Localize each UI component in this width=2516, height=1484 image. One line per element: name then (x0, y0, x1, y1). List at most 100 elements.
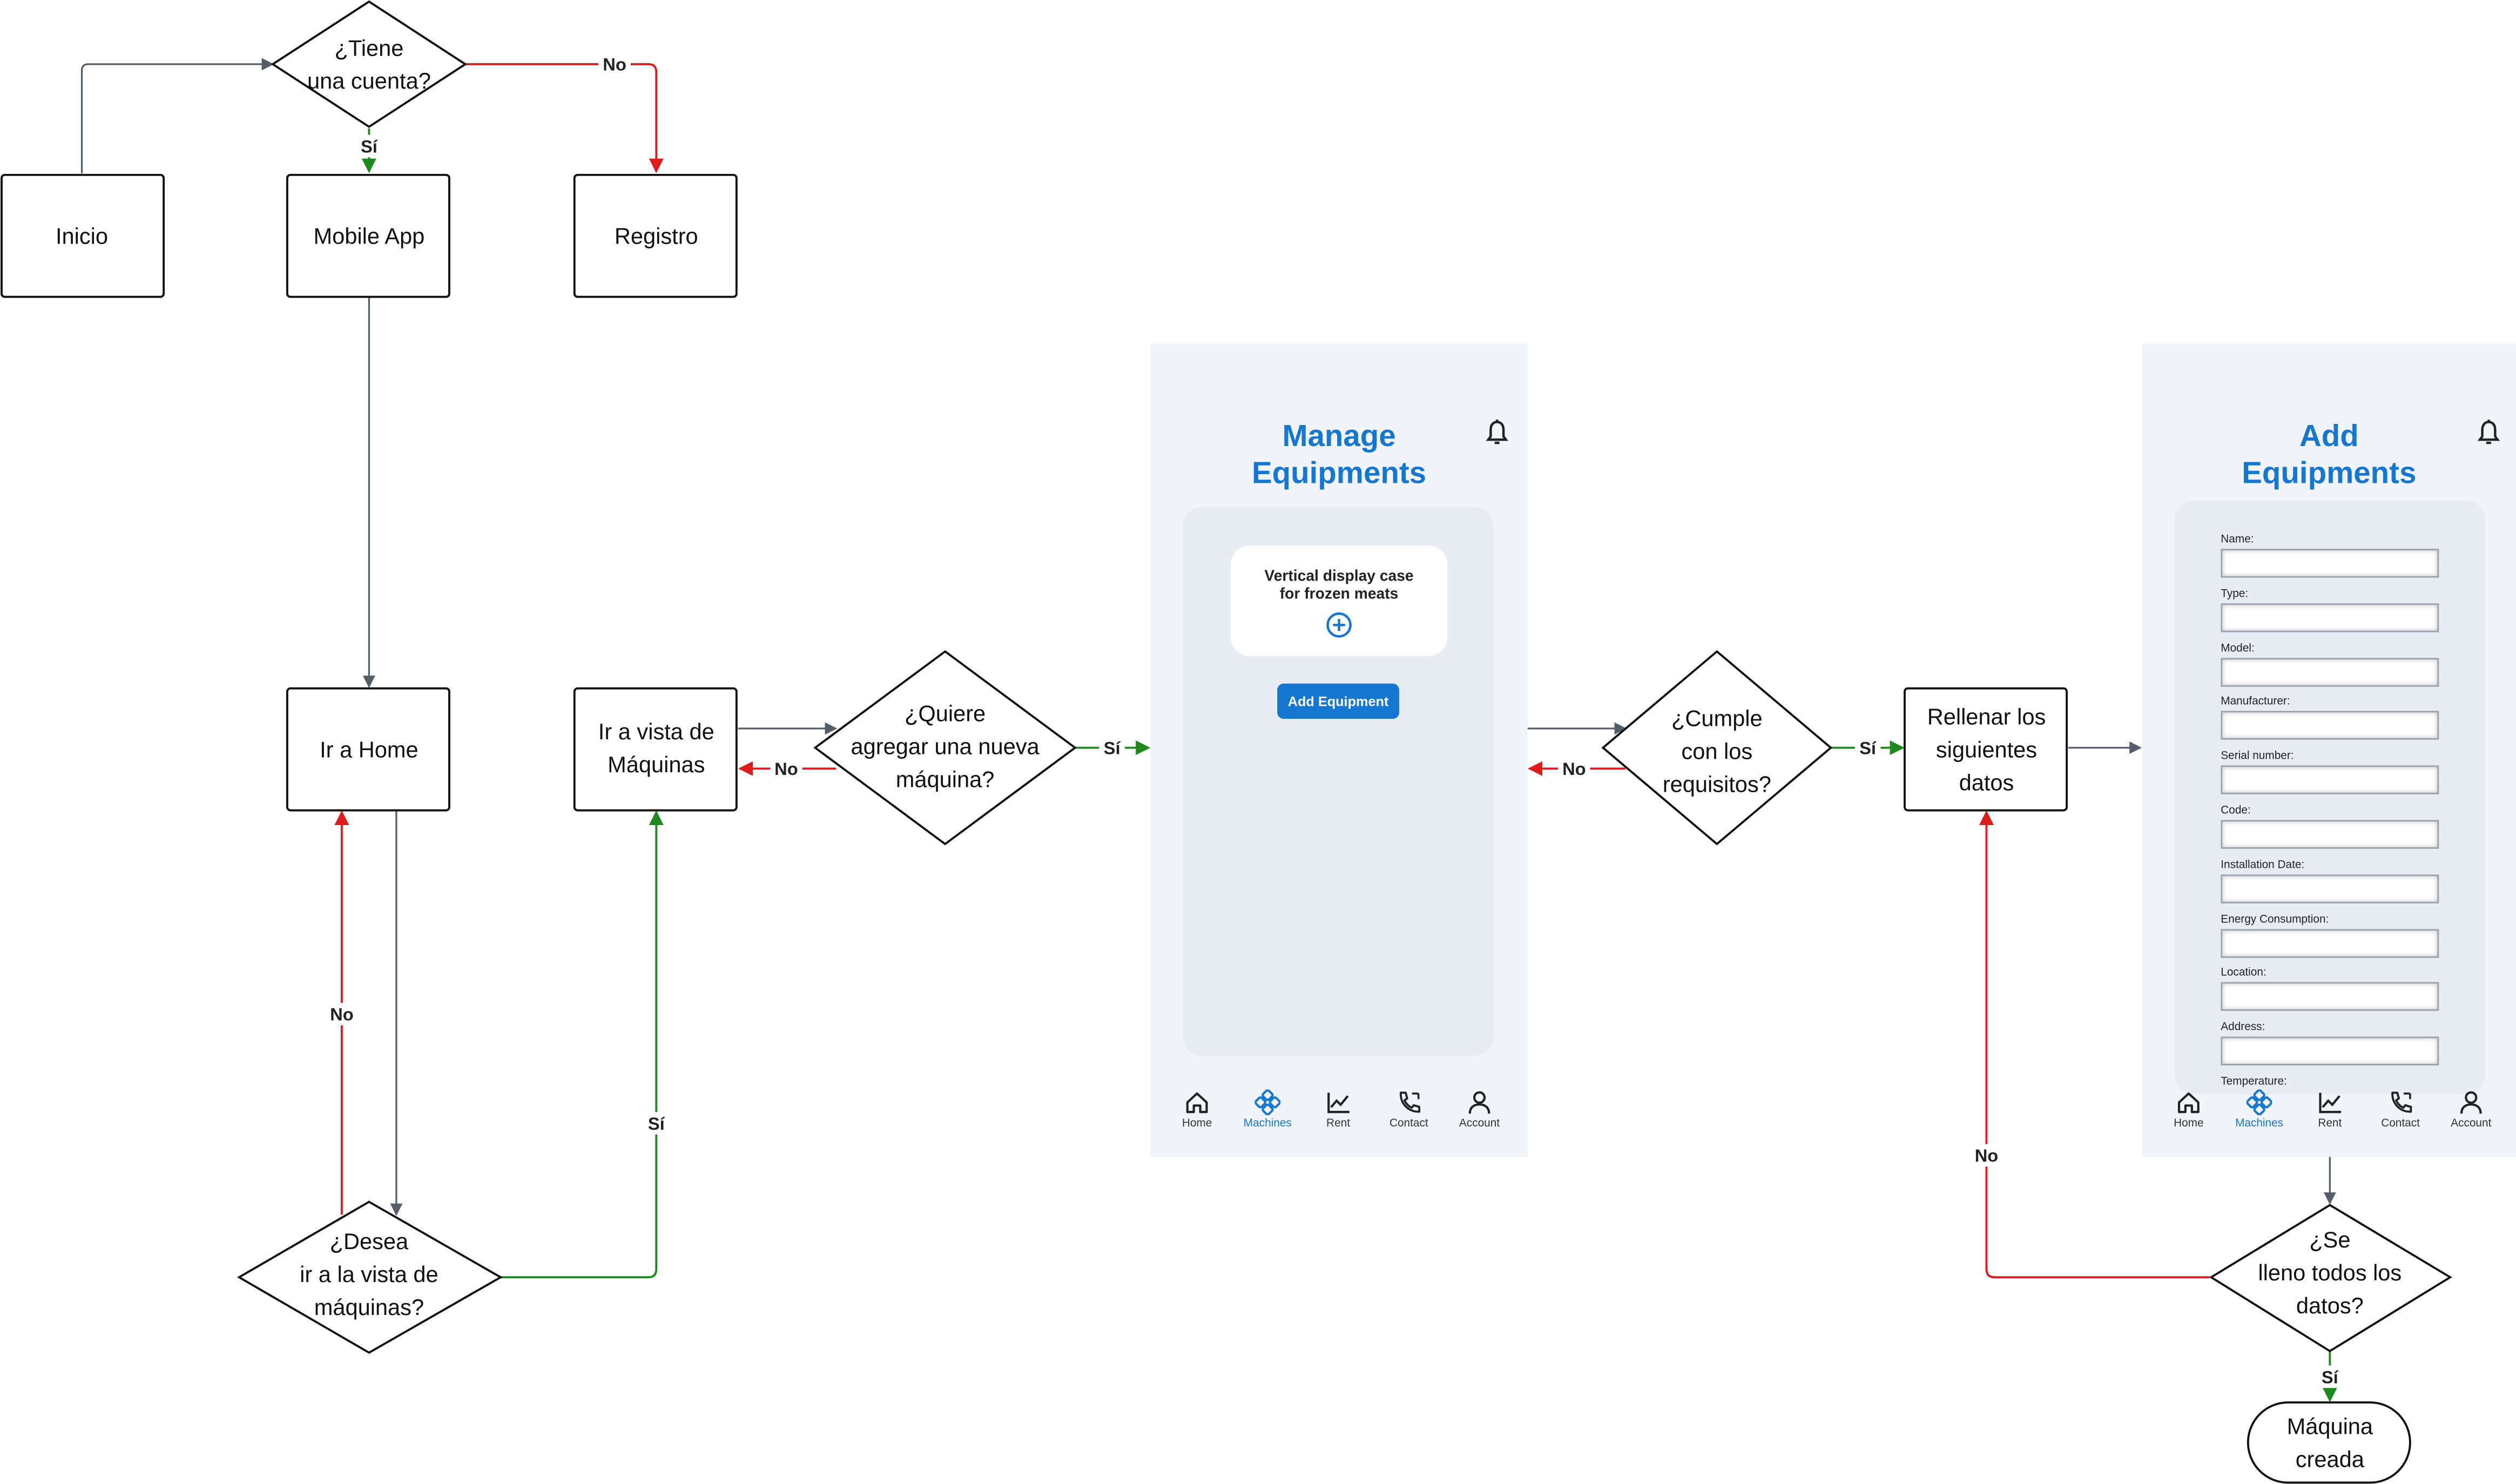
field-input[interactable] (2221, 765, 2439, 795)
field-input[interactable] (2221, 711, 2439, 740)
form-field: Name: (2221, 532, 2442, 578)
screen-title: Manage Equipments (1251, 420, 1427, 491)
nav-label: Rent (2318, 1118, 2342, 1130)
form-field: Model: (2221, 641, 2442, 686)
field-label: Location: (2221, 968, 2267, 980)
field-input[interactable] (2221, 928, 2439, 957)
chart-icon (1327, 1092, 1350, 1114)
form-field: Energy Consumption: (2221, 912, 2442, 957)
edge-no-se-lleno (1979, 810, 2210, 1279)
node-maquina-creada (2247, 1401, 2411, 1484)
nav-label: Account (2451, 1118, 2492, 1130)
field-input[interactable] (2221, 1037, 2439, 1066)
form-field: Address: (2221, 1021, 2442, 1066)
phone-icon (2391, 1091, 2412, 1113)
nav-item-home[interactable]: Home (2153, 1090, 2224, 1130)
form-field: Serial number: (2221, 750, 2442, 795)
nav-label: Account (1459, 1118, 1500, 1130)
bell-icon[interactable] (2476, 419, 2502, 448)
nav-label: Machines (1243, 1118, 1292, 1130)
nav-item-account[interactable]: Account (1444, 1090, 1515, 1130)
field-input[interactable] (2221, 603, 2439, 632)
field-label: Model: (2221, 643, 2255, 655)
edge-label-no: No (603, 55, 626, 75)
edge-label-si: Sí (2322, 1367, 2339, 1387)
node-label-registro: Registro (615, 224, 698, 249)
edge-no-tiene-cuenta (465, 63, 664, 173)
field-input[interactable] (2221, 982, 2439, 1012)
edge-label-no: No (330, 1004, 354, 1024)
edge-label-si: Sí (361, 136, 378, 156)
form-field: Code: (2221, 804, 2442, 849)
nav-label: Contact (1389, 1118, 1428, 1130)
equipment-card-title: Vertical display case for frozen meats (1264, 568, 1414, 604)
add-circle-icon[interactable] (1325, 611, 1353, 639)
bottom-nav: Home Machines Rent Contact Account (1150, 1080, 1527, 1157)
node-quiere-agregar (813, 650, 1077, 846)
nav-label: Contact (2381, 1118, 2420, 1130)
nav-item-machines[interactable]: Machines (1232, 1089, 1303, 1130)
nav-item-contact[interactable]: Contact (1373, 1090, 1444, 1130)
form-field: Type: (2221, 587, 2442, 632)
machines-icon (1254, 1089, 1281, 1116)
home-icon (1186, 1092, 1208, 1114)
edge-label-no: No (774, 759, 798, 779)
field-input[interactable] (2221, 874, 2439, 903)
home-icon (2177, 1092, 2200, 1114)
node-label-ir-home: Ir a Home (320, 737, 419, 762)
chart-icon (2319, 1092, 2342, 1114)
node-mobile-app (286, 173, 450, 298)
edge-label-si: Sí (648, 1114, 665, 1134)
manage-equipments-screen: Manage Equipments Vertical display case … (1150, 343, 1528, 1157)
nav-item-rent[interactable]: Rent (2295, 1090, 2365, 1130)
form-field: Manufacturer: (2221, 696, 2442, 740)
equipment-card[interactable]: Vertical display case for frozen meats (1230, 545, 1448, 657)
nav-item-rent[interactable]: Rent (1303, 1090, 1374, 1130)
form-field: Location: (2221, 967, 2442, 1012)
phone-icon (1400, 1091, 1421, 1113)
field-input[interactable] (2221, 657, 2439, 686)
field-label: Code: (2221, 805, 2251, 817)
machines-icon (2246, 1089, 2272, 1116)
node-desea-ir (237, 1200, 503, 1354)
node-cumple-requisitos (1601, 650, 1833, 846)
form-field: Installation Date: (2221, 858, 2442, 903)
node-inicio (1, 173, 165, 298)
node-se-lleno (2209, 1204, 2452, 1353)
node-label-mobile-app: Mobile App (314, 224, 425, 249)
nav-item-machines[interactable]: Machines (2224, 1089, 2295, 1130)
nav-label: Rent (1326, 1118, 1351, 1130)
add-equipment-form: Name: Type: Model: Manufacturer: Serial numb… (2221, 532, 2445, 1088)
field-input[interactable] (2221, 549, 2439, 578)
add-equipments-screen: Add Equipments Name:Type:Model:Manufactu… (2142, 343, 2516, 1157)
edge-label-no: No (1975, 1145, 1999, 1165)
nav-item-home[interactable]: Home (1162, 1090, 1232, 1130)
nav-label: Home (2174, 1118, 2204, 1130)
nav-item-contact[interactable]: Contact (2365, 1090, 2436, 1130)
field-label: Installation Date: (2221, 860, 2305, 871)
field-input[interactable] (2221, 820, 2439, 849)
add-equipment-button[interactable]: Add Equipment (1277, 683, 1399, 719)
node-ir-vista-maquinas (573, 687, 738, 812)
node-registro (573, 173, 738, 298)
field-label: Serial number: (2221, 751, 2294, 763)
node-tiene-cuenta (271, 0, 468, 129)
node-label-inicio: Inicio (56, 224, 108, 249)
nav-item-account[interactable]: Account (2436, 1090, 2506, 1130)
nav-label: Home (1182, 1118, 1212, 1130)
form-field: Temperature: (2221, 1075, 2442, 1088)
field-label: Energy Consumption: (2221, 914, 2329, 926)
edge-si-desea (501, 810, 664, 1279)
field-label: Name: (2221, 534, 2254, 546)
field-label: Manufacturer: (2221, 697, 2290, 709)
edge-label-si: Sí (1104, 738, 1121, 758)
bell-icon[interactable] (1484, 419, 1510, 448)
